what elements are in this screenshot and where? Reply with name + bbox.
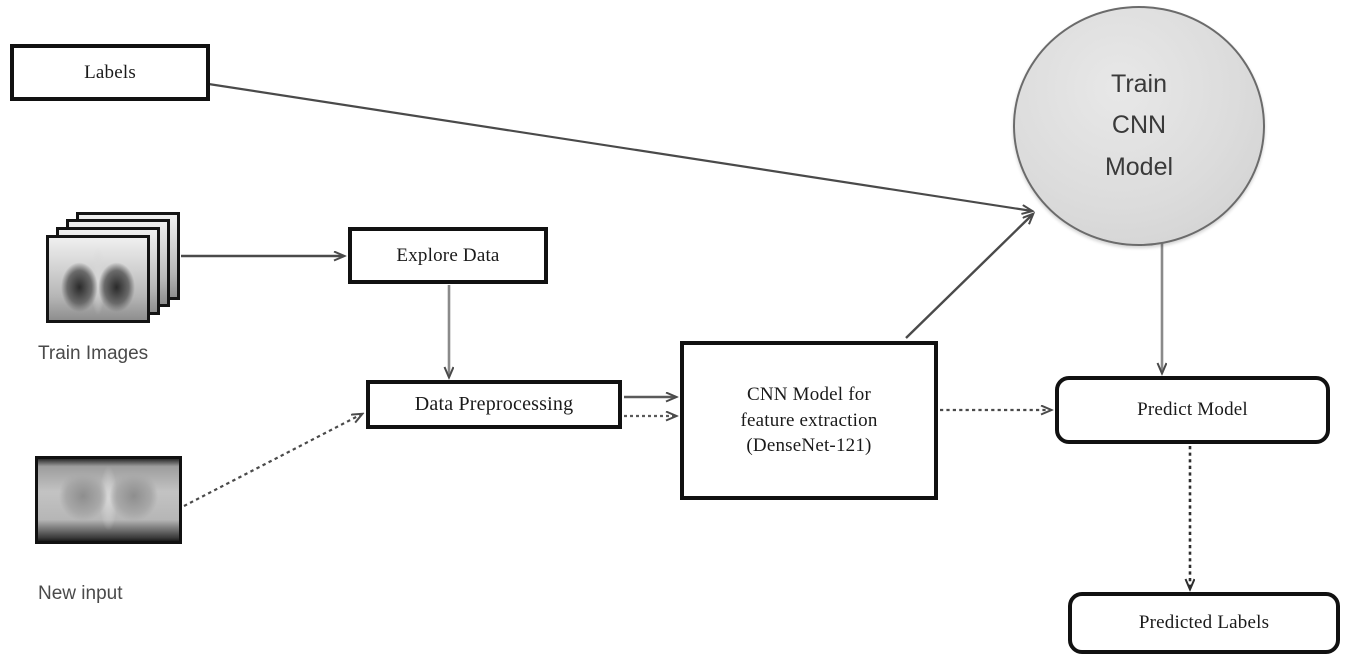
cnn-model-line-3: (DenseNet-121): [746, 435, 872, 457]
node-explore-data-text: Explore Data: [396, 244, 500, 266]
node-cnn-model-feature-extraction[interactable]: CNN Model for feature extraction (DenseN…: [680, 341, 938, 500]
train-cnn-line-2: CNN: [1111, 111, 1167, 140]
xray-image-icon: [46, 235, 150, 323]
new-input-xray-image[interactable]: [35, 456, 182, 544]
train-images-caption: Train Images: [38, 343, 149, 364]
node-train-cnn-model[interactable]: Train CNN Model: [1013, 6, 1265, 246]
cnn-model-line-1: CNN Model for: [747, 384, 871, 406]
node-cnn-model-text: CNN Model for feature extraction (DenseN…: [740, 382, 877, 459]
node-predicted-labels[interactable]: Predicted Labels: [1068, 592, 1340, 654]
node-labels[interactable]: Labels: [10, 44, 210, 101]
node-explore-data[interactable]: Explore Data: [348, 227, 548, 284]
new-input-caption: New input: [38, 583, 123, 604]
cnn-model-line-2: feature extraction: [740, 409, 878, 431]
train-cnn-line-1: Train: [1110, 70, 1168, 99]
node-predict-model[interactable]: Predict Model: [1055, 376, 1330, 444]
node-labels-text: Labels: [84, 61, 136, 83]
edge-cnn-model-to-train-cnn: [905, 214, 1033, 339]
node-predict-model-text: Predict Model: [1137, 399, 1248, 421]
node-data-preprocessing-text: Data Preprocessing: [414, 393, 574, 415]
node-data-preprocessing[interactable]: Data Preprocessing: [366, 380, 622, 429]
node-predicted-labels-text: Predicted Labels: [1138, 612, 1270, 634]
train-images-stack[interactable]: [46, 212, 180, 328]
edge-labels-to-train-cnn: [201, 81, 1032, 211]
edge-new-input-to-data-preprocessing: [183, 414, 362, 507]
train-cnn-line-3: Model: [1104, 152, 1174, 181]
